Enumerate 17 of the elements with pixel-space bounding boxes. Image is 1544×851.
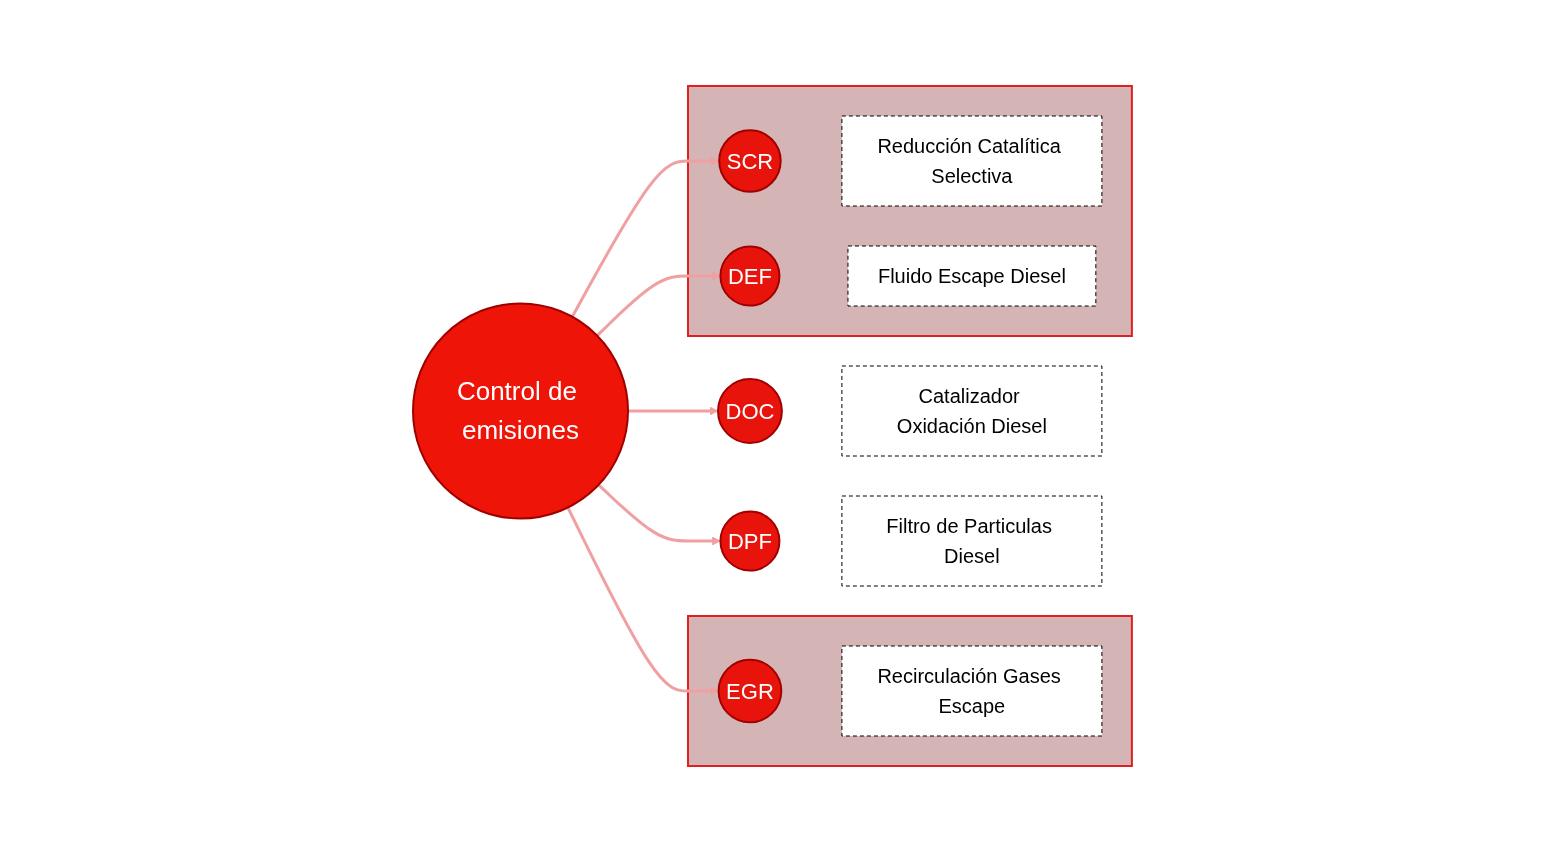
node-circle: DEF <box>719 245 780 306</box>
node-circle: EGR <box>717 658 782 723</box>
arrow <box>595 271 721 337</box>
node-box: Filtro de Particulas Diesel <box>840 495 1102 586</box>
node-circle: DOC <box>716 377 783 444</box>
node-circle: DPF <box>719 510 780 571</box>
node-circle: SCR <box>717 128 782 193</box>
node-box: Catalizador Oxidación Diesel <box>840 365 1102 456</box>
node-box: Recirculación Gases Escape <box>840 645 1102 736</box>
cluster <box>686 84 1133 337</box>
arrow <box>627 406 718 415</box>
node-box: Reducción Catalítica Selectiva <box>840 115 1102 206</box>
node-box: Fluido Escape Diesel <box>847 245 1096 306</box>
arrow <box>566 506 719 695</box>
node-circle: Control de emisiones <box>411 302 629 519</box>
arrow <box>597 483 721 545</box>
cluster <box>686 614 1133 767</box>
